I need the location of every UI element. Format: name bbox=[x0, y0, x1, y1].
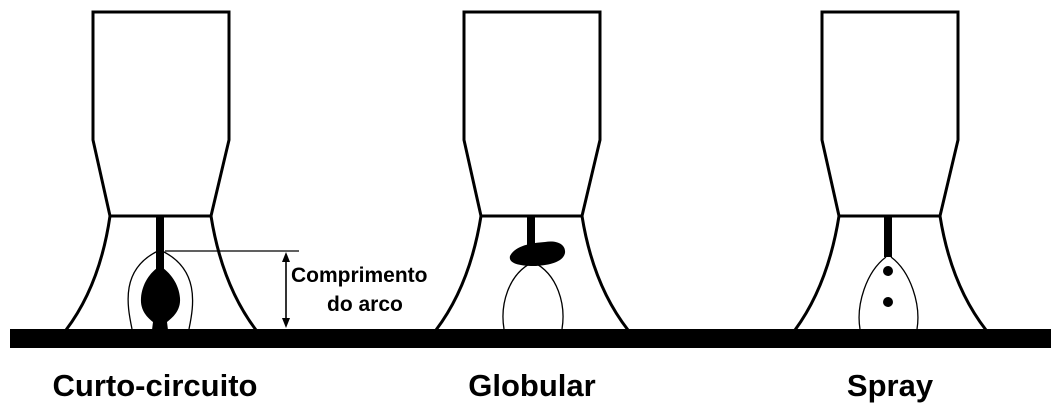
droplet-bridge-short-circuit bbox=[140, 266, 181, 330]
globular-droplet bbox=[509, 241, 566, 266]
torch-body-spray bbox=[820, 10, 960, 218]
base-metal-plate bbox=[10, 329, 1051, 348]
arc-envelope-spray bbox=[858, 256, 919, 330]
dimension-arrow-top bbox=[282, 252, 290, 262]
torch-body-short-circuit bbox=[91, 10, 231, 218]
arc-envelope-short-circuit bbox=[127, 249, 194, 330]
dimension-label-line2: do arco bbox=[327, 293, 403, 316]
torch-spray bbox=[793, 10, 988, 331]
electrode-wire-spray bbox=[884, 217, 892, 257]
arc-envelope-globular bbox=[502, 261, 564, 330]
dimension-arrow-bottom bbox=[282, 318, 290, 328]
spray-droplet-2 bbox=[883, 297, 893, 307]
electrode-wire-globular bbox=[527, 217, 535, 249]
torch-body-globular bbox=[462, 10, 602, 218]
gas-nozzle-short-circuit bbox=[64, 215, 258, 331]
dimension-label-line1: Comprimento bbox=[291, 264, 428, 287]
caption-short-circuit: Curto-circuito bbox=[53, 368, 258, 403]
torch-short-circuit bbox=[64, 10, 258, 331]
gas-nozzle-globular bbox=[434, 215, 630, 331]
caption-spray: Spray bbox=[847, 368, 934, 403]
arc-length-dimension: Comprimento do arco bbox=[165, 250, 428, 328]
gas-nozzle-spray bbox=[793, 215, 988, 331]
spray-droplet-1 bbox=[883, 266, 893, 276]
torch-globular bbox=[434, 10, 630, 331]
caption-globular: Globular bbox=[468, 368, 595, 403]
electrode-wire-short-circuit bbox=[156, 217, 164, 271]
